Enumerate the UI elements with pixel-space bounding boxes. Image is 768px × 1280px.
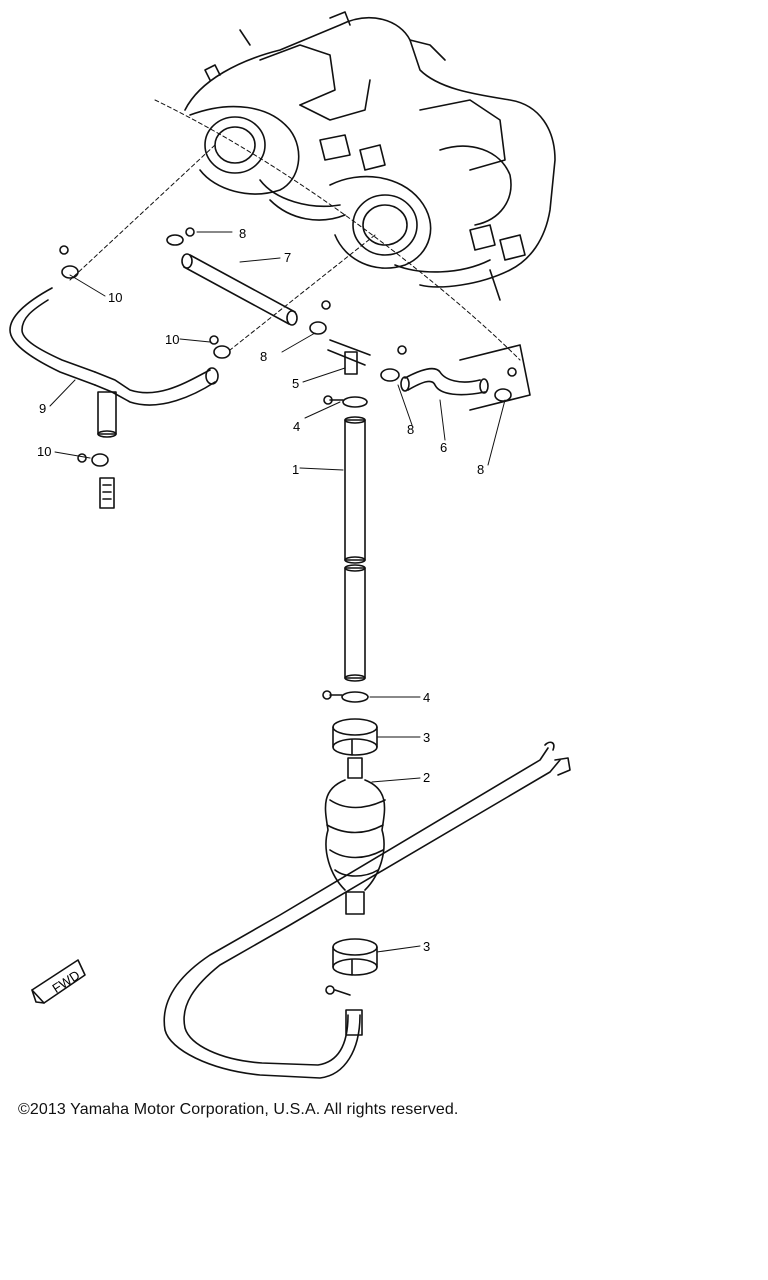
callout-10: 10 [108, 290, 122, 305]
fwd-arrow-icon [31, 959, 86, 1004]
callout-3: 3 [423, 939, 430, 954]
hose-9 [9, 287, 219, 438]
copyright-notice: ©2013 Yamaha Motor Corporation, U.S.A. A… [18, 1101, 459, 1118]
callout-4: 4 [423, 690, 430, 705]
collar-3-top [332, 718, 378, 756]
callout-5: 5 [292, 376, 299, 391]
callout-8: 8 [260, 349, 267, 364]
callout-3: 3 [423, 730, 430, 745]
hose-6 [400, 344, 531, 411]
hose-1 [344, 416, 366, 682]
callout-8: 8 [239, 226, 246, 241]
callout-1: 1 [292, 462, 299, 477]
hose-7 [181, 253, 298, 326]
callout-4: 4 [293, 419, 300, 434]
clamp-4 [322, 395, 369, 703]
callout-2: 2 [423, 770, 430, 785]
callout-6: 6 [440, 440, 447, 455]
callout-8: 8 [477, 462, 484, 477]
callout-8: 8 [407, 422, 414, 437]
t-fitting-5 [327, 339, 371, 375]
callout-10: 10 [165, 332, 179, 347]
carburetor-assembly [184, 11, 556, 301]
callout-10: 10 [37, 444, 51, 459]
callout-9: 9 [39, 401, 46, 416]
collar-3-bottom [332, 938, 378, 976]
fuel-line-to-tank [163, 741, 571, 1079]
fwd-label: FWD [49, 967, 82, 996]
fuel-line-exploded-diagram: 8 7 10 10 8 5 9 4 8 6 10 8 1 4 3 2 3 FWD [9, 11, 571, 1079]
callout-7: 7 [284, 250, 291, 265]
clamp-rings [59, 227, 517, 467]
filter [99, 477, 115, 509]
